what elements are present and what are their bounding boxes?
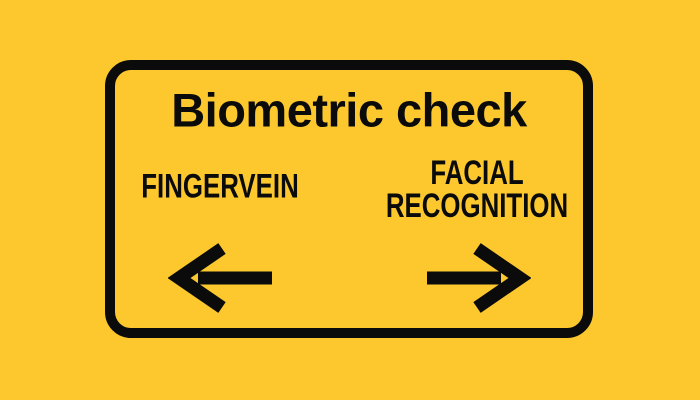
right-arrow-icon: [427, 242, 531, 314]
option-label-fingervein: FINGERVEIN: [141, 167, 299, 206]
left-arrow-icon: [168, 242, 272, 314]
sign-title: Biometric check: [171, 83, 527, 137]
sign-panel: Biometric check FINGERVEIN FACIAL RECOGN…: [105, 60, 593, 338]
option-label-facial-recognition: FACIAL RECOGNITION: [385, 154, 569, 225]
